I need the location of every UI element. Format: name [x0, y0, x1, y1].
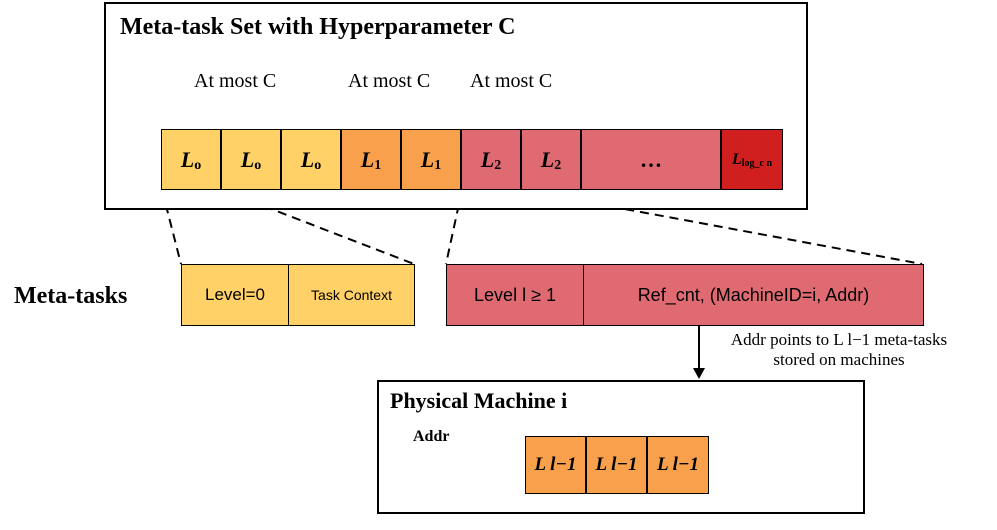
cell-ellipsis: …: [581, 129, 721, 190]
machine-cell: L l−1: [586, 436, 647, 494]
pointer-note: Addr points to L l−1 meta-tasks stored o…: [708, 330, 970, 370]
machine-cell-strip: L l−1 L l−1 L l−1: [525, 436, 709, 494]
pointer-note-line2: stored on machines: [773, 350, 905, 369]
dash-line-l0-left: [161, 189, 182, 265]
level0-field: Level=0: [181, 264, 289, 326]
meta-task-level0: Level=0 Task Context: [181, 264, 415, 326]
meta-task-level-n: Level l ≥ 1 Ref_cnt, (MachineID=i, Addr): [446, 264, 924, 326]
dash-line-l2-left: [445, 189, 463, 265]
ref-cnt-field: Ref_cnt, (MachineID=i, Addr): [584, 264, 924, 326]
brace-label-1: At most C: [194, 70, 277, 92]
brace-label-2: At most C: [348, 70, 431, 92]
meta-task-set-title-text: Meta-task Set with Hyperparameter C: [120, 14, 516, 40]
pointer-arrow-head: [693, 368, 705, 379]
addr-label: Addr: [413, 428, 450, 445]
brace-label-3: At most C: [470, 70, 553, 92]
machine-cell: L l−1: [525, 436, 586, 494]
meta-tasks-label: Meta-tasks: [14, 283, 128, 309]
pointer-note-line1: Addr points to L l−1 meta-tasks: [730, 330, 948, 349]
physical-machine-title: Physical Machine i: [390, 388, 568, 413]
machine-cell: L l−1: [647, 436, 709, 494]
task-context-field: Task Context: [289, 264, 415, 326]
meta-task-set-title: Meta-task Set with Hyperparameter C: [120, 14, 515, 41]
level-n-field: Level l ≥ 1: [446, 264, 584, 326]
